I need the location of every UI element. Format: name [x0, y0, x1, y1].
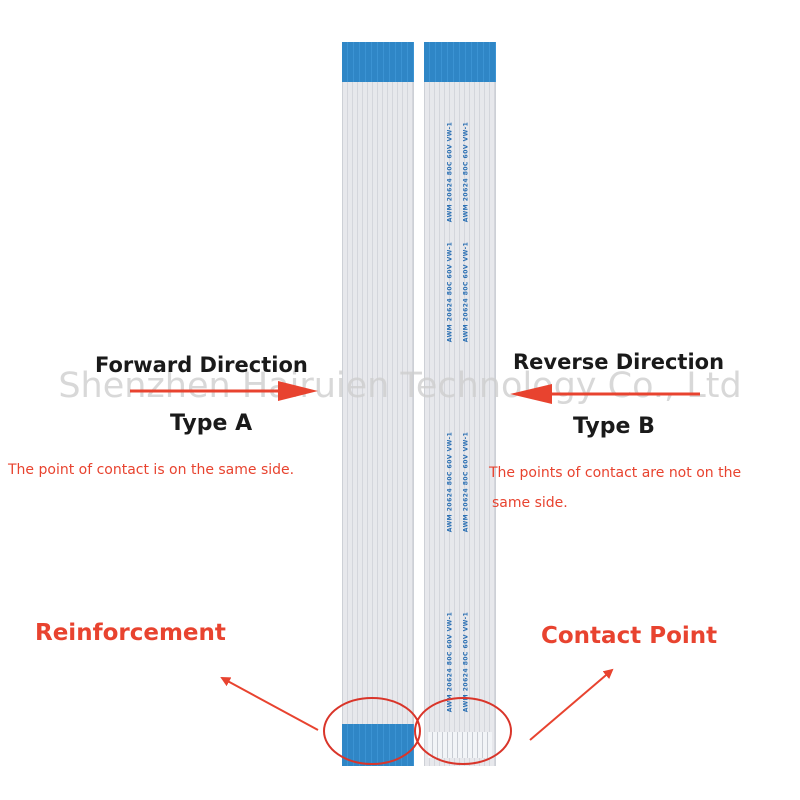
forward-direction-title: Forward Direction — [95, 353, 308, 377]
contact-point-pointer-arrow — [529, 668, 614, 741]
cable-print-text: AWM 20624 80C 60V VW-1 — [462, 611, 470, 713]
reverse-direction-title: Reverse Direction — [513, 350, 725, 374]
cable-print-group: AWM 20624 80C 60V VW-1 AWM 20624 80C 60V… — [445, 422, 485, 542]
cable-print-text: AWM 20624 80C 60V VW-1 — [446, 121, 454, 223]
cable-print-text: AWM 20624 80C 60V VW-1 — [462, 121, 470, 223]
cable-print-text: AWM 20624 80C 60V VW-1 — [446, 241, 454, 343]
cable-a-top-reinforcement-tab — [342, 42, 414, 82]
ffc-cable-type-b: AWM 20624 80C 60V VW-1 AWM 20624 80C 60V… — [424, 42, 496, 766]
cable-print-text: AWM 20624 80C 60V VW-1 — [446, 431, 454, 533]
cable-b-top-reinforcement-tab — [424, 42, 496, 82]
watermark: Shenzhen Hairuien Technology Co., Ltd — [58, 366, 742, 406]
cable-print-group: AWM 20624 80C 60V VW-1 AWM 20624 80C 60V… — [445, 112, 485, 232]
reinforcement-callout: Reinforcement — [35, 620, 226, 646]
type-a-subtitle: Type A — [170, 411, 253, 436]
cable-a-bottom-reinforcement-tab — [342, 724, 414, 766]
reinforcement-pointer-arrow — [220, 677, 319, 731]
ffc-cable-type-a — [342, 42, 414, 766]
cable-print-text: AWM 20624 80C 60V VW-1 — [446, 611, 454, 713]
type-b-note-line1: The points of contact are not on the — [489, 465, 742, 481]
cable-b-exposed-contacts — [428, 732, 492, 758]
contact-point-callout: Contact Point — [541, 623, 718, 649]
cable-print-text: AWM 20624 80C 60V VW-1 — [462, 241, 470, 343]
type-a-note: The point of contact is on the same side… — [8, 462, 295, 478]
cable-print-group: AWM 20624 80C 60V VW-1 AWM 20624 80C 60V… — [445, 232, 485, 352]
cable-print-group: AWM 20624 80C 60V VW-1 AWM 20624 80C 60V… — [445, 602, 485, 722]
type-b-subtitle: Type B — [573, 414, 655, 439]
type-b-note-line2: same side. — [492, 495, 568, 511]
cable-print-text: AWM 20624 80C 60V VW-1 — [462, 431, 470, 533]
